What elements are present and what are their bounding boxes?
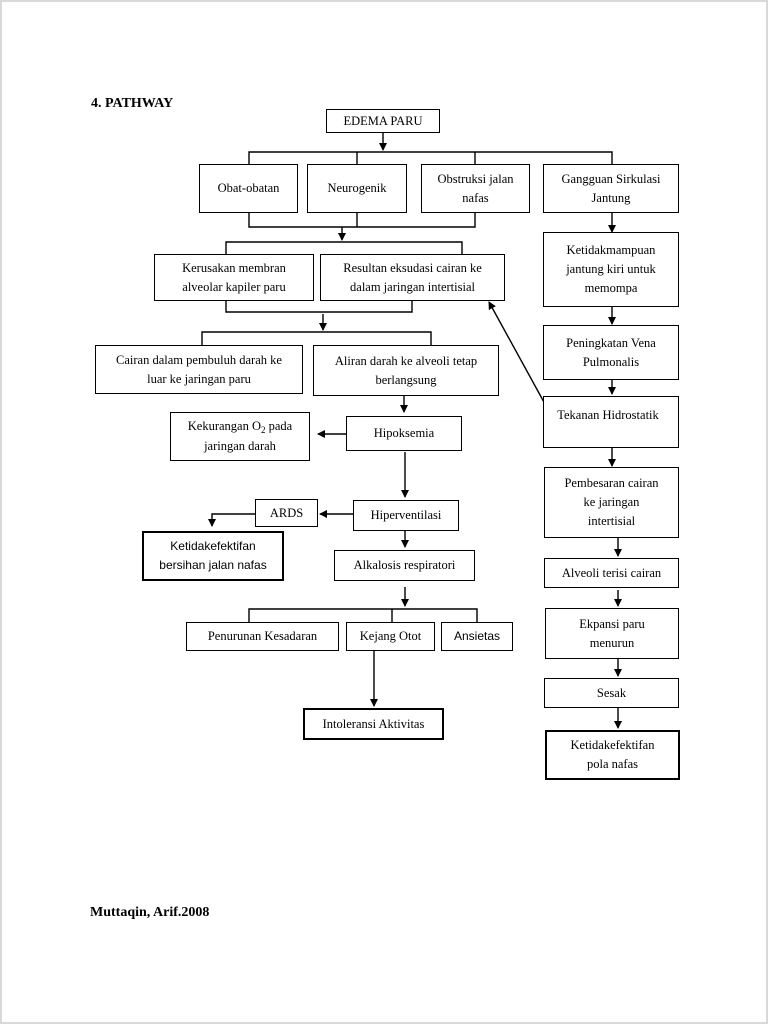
node-tekanan-hidrostatik: Tekanan Hidrostatik [543, 396, 679, 448]
node-ketidakmampuan: Ketidakmampuan jantung kiri untuk memomp… [543, 232, 679, 307]
node-resultan-eksudasi: Resultan eksudasi cairan ke dalam jaring… [320, 254, 505, 301]
node-kekurangan-o2: Kekurangan O2 pada jaringan darah [170, 412, 310, 461]
node-peningkatan-vena: Peningkatan Vena Pulmonalis [543, 325, 679, 380]
node-alveoli-terisi: Alveoli terisi cairan [544, 558, 679, 588]
node-ketidakefektifan-pola: Ketidakefektifan pola nafas [545, 730, 680, 780]
node-obat-obatan: Obat-obatan [199, 164, 298, 213]
node-intoleransi-aktivitas: Intoleransi Aktivitas [303, 708, 444, 740]
node-cairan-pembuluh: Cairan dalam pembuluh darah ke luar ke j… [95, 345, 303, 394]
node-ards: ARDS [255, 499, 318, 527]
node-kejang-otot: Kejang Otot [346, 622, 435, 651]
node-pembesaran-cairan: Pembesaran cairan ke jaringan intertisia… [544, 467, 679, 538]
node-alkalosis: Alkalosis respiratori [334, 550, 475, 581]
node-ekpansi-paru: Ekpansi paru menurun [545, 608, 679, 659]
arrow-feedback [488, 301, 546, 405]
bracket-causes [248, 151, 613, 164]
citation: Muttaqin, Arif.2008 [90, 905, 210, 920]
bracket-causes-bottom [248, 213, 476, 228]
node-edema-paru: EDEMA PARU [326, 109, 440, 133]
node-gangguan-sirkulasi: Gangguan Sirkulasi Jantung [543, 164, 679, 213]
node-kerusakan-membran: Kerusakan membran alveolar kapiler paru [154, 254, 314, 301]
node-ansietas: Ansietas [441, 622, 513, 651]
node-hiperventilasi: Hiperventilasi [353, 500, 459, 531]
node-aliran-darah: Aliran darah ke alveoli tetap berlangsun… [313, 345, 499, 396]
node-neurogenik: Neurogenik [307, 164, 407, 213]
node-hipoksemia: Hipoksemia [346, 416, 462, 451]
section-heading: 4. PATHWAY [91, 96, 174, 111]
node-penurunan-kesadaran: Penurunan Kesadaran [186, 622, 339, 651]
node-ketidakefektifan-bersihan: Ketidakefektifan bersihan jalan nafas [142, 531, 284, 581]
node-sesak: Sesak [544, 678, 679, 708]
node-obstruksi: Obstruksi jalan nafas [421, 164, 530, 213]
